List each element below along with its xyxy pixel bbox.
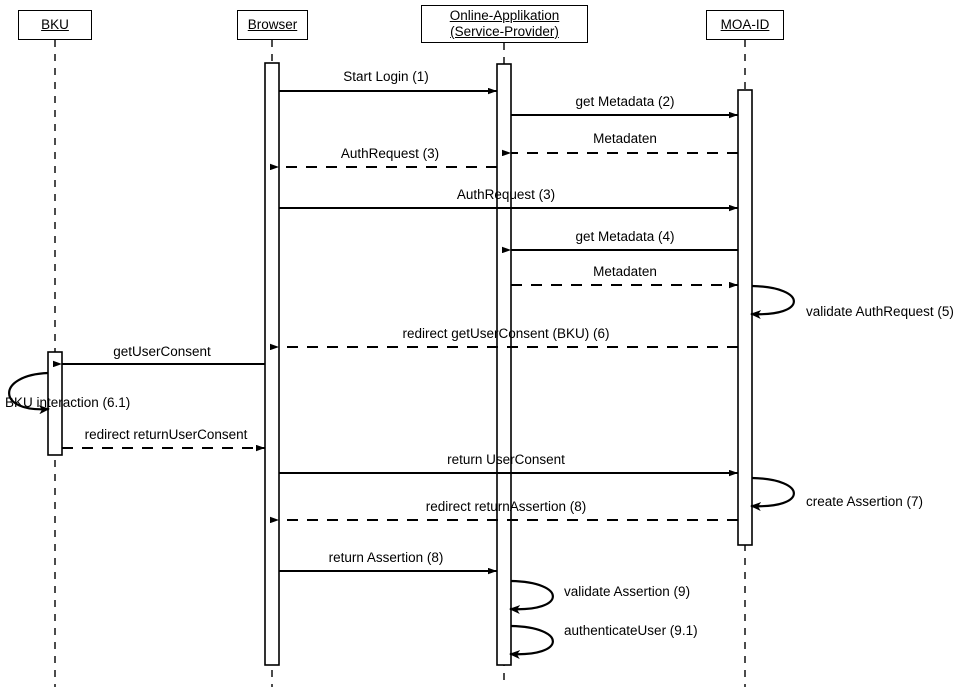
message-label-17: validate Assertion (9)	[564, 584, 691, 599]
self-message-arrow-18	[509, 624, 554, 660]
activation-bar-moaid	[737, 89, 753, 546]
message-label-14: create Assertion (7)	[806, 494, 924, 509]
activation-bar-oa	[496, 63, 512, 666]
message-label-5: AuthRequest (3)	[456, 187, 556, 202]
message-label-1: Start Login (1)	[343, 69, 429, 84]
lifeline-header-moaid[interactable]: MOA-ID	[706, 10, 784, 40]
message-label-12: redirect returnUserConsent	[84, 427, 248, 442]
message-label-6: get Metadata (4)	[575, 229, 675, 244]
lifeline-label-browser: Browser	[247, 17, 298, 33]
message-label-13: return UserConsent	[447, 452, 565, 467]
lifeline-header-browser[interactable]: Browser	[237, 10, 308, 40]
lifeline-header-bku[interactable]: BKU	[18, 10, 92, 40]
activation-bar-bku	[47, 351, 63, 456]
lifeline-header-oa[interactable]: Online-Applikation (Service-Provider)	[421, 5, 588, 43]
message-label-8: validate AuthRequest (5)	[806, 304, 954, 319]
lifeline-label-moaid: MOA-ID	[720, 17, 770, 33]
activation-bar-browser	[264, 62, 280, 666]
message-label-9: redirect getUserConsent (BKU) (6)	[402, 326, 610, 341]
self-message-arrow-11	[8, 371, 50, 415]
message-label-10: getUserConsent	[113, 344, 211, 359]
message-label-2: get Metadata (2)	[575, 94, 675, 109]
message-label-3: Metadaten	[593, 131, 657, 146]
message-label-11: BKU interaction (6.1)	[5, 395, 131, 410]
message-label-15: redirect returnAssertion (8)	[425, 499, 587, 514]
message-label-16: return Assertion (8)	[328, 550, 444, 565]
self-message-arrow-8	[750, 284, 795, 320]
message-label-4: AuthRequest (3)	[340, 146, 440, 161]
message-label-18: authenticateUser (9.1)	[564, 623, 698, 638]
lifeline-label-bku: BKU	[41, 17, 69, 33]
self-message-arrow-17	[509, 579, 554, 615]
self-message-arrow-14	[750, 476, 795, 512]
message-label-7: Metadaten	[593, 264, 657, 279]
lifeline-label-oa: Online-Applikation (Service-Provider)	[449, 8, 560, 39]
